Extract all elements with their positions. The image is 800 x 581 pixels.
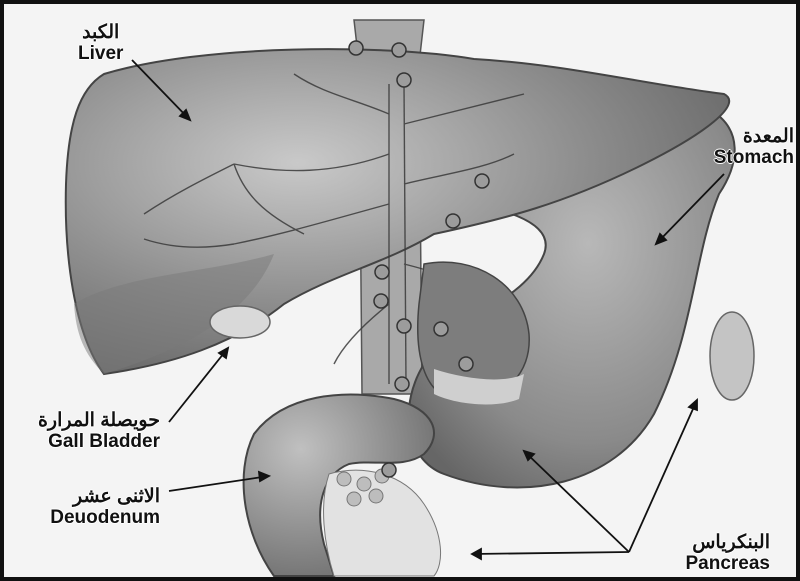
gall-bladder <box>210 306 270 338</box>
stomach-label: المعدة Stomach <box>704 126 794 168</box>
gall-bladder-label: حويصلة المرارة Gall Bladder <box>8 410 160 452</box>
stomach-label-en: Stomach <box>704 147 794 168</box>
pancreas-label-en: Pancreas <box>644 553 770 574</box>
gall-bladder-label-en: Gall Bladder <box>8 431 160 452</box>
pancreas-label: البنكرياس Pancreas <box>644 532 770 574</box>
duodenum-label-ar: الاثنى عشر <box>8 486 160 507</box>
spleen <box>710 312 754 400</box>
liver-label-ar: الكبد <box>78 22 123 43</box>
duodenum-label: الاثنى عشر Deuodenum <box>8 486 160 528</box>
pancreas-label-ar: البنكرياس <box>644 532 770 553</box>
liver-label-en: Liver <box>78 43 123 64</box>
gall-bladder-label-ar: حويصلة المرارة <box>8 410 160 431</box>
duodenum-label-en: Deuodenum <box>8 507 160 528</box>
liver-label: الكبد Liver <box>78 22 123 64</box>
stomach-label-ar: المعدة <box>704 126 794 147</box>
